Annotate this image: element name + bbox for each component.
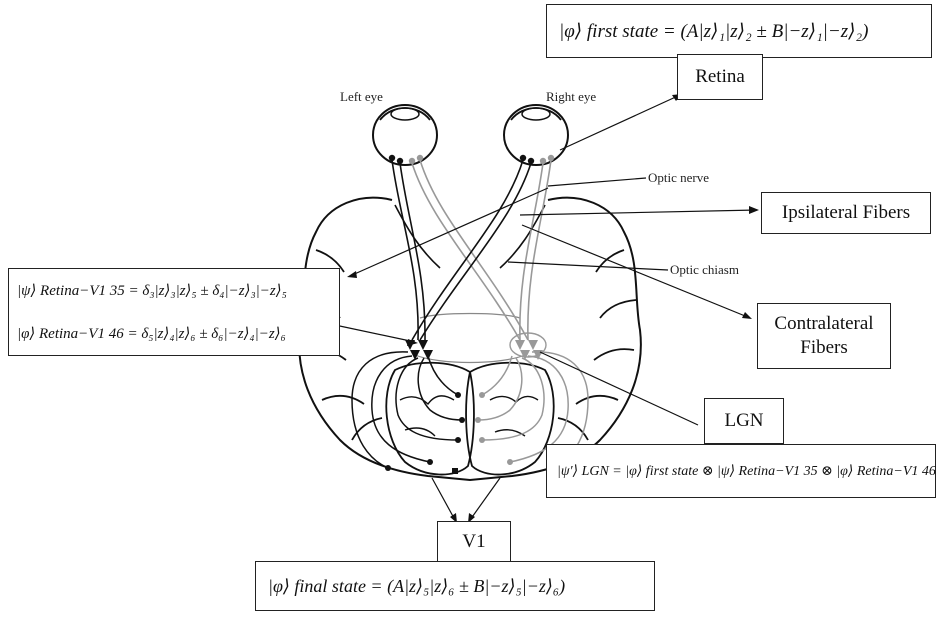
lgn-label: LGN (724, 410, 764, 431)
first-state-equation-box: |φ⟩ first state = (A|z⟩₁|z⟩₂ ± B|−z⟩₁|−z… (546, 4, 932, 58)
retina-label-box: Retina (677, 54, 763, 100)
final-state-equation: |φ⟩ final state = (A|z⟩₅|z⟩₆ ± B|−z⟩₅|−z… (268, 575, 566, 596)
left-occipital-lobe (385, 361, 475, 476)
retina-v1-46-row: |φ⟩ Retina−V1 46 = δ₅|z⟩₄|z⟩₆ ± δ₆|−z⟩₄|… (9, 312, 339, 355)
lgn-equation: |ψ′⟩ LGN = |φ⟩ first state ⊗ |ψ⟩ Retina−… (557, 463, 936, 479)
v1-label-box: V1 (437, 521, 511, 563)
right-gyri (557, 249, 637, 441)
left-v1-terminals (385, 392, 465, 474)
left-eye-label: Left eye (340, 89, 383, 104)
ipsilateral-fibers-label-box: Ipsilateral Fibers (761, 192, 931, 234)
retina-v1-equations-box: |ψ⟩ Retina−V1 35 = δ₃|z⟩₃|z⟩₅ ± δ₄|−z⟩₃|… (8, 268, 340, 356)
right-occipital-lobe (465, 361, 555, 476)
retina-v1-35-equation: |ψ⟩ Retina−V1 35 = δ₃|z⟩₃|z⟩₅ ± δ₄|−z⟩₃|… (17, 283, 287, 299)
lgn-equation-box: |ψ′⟩ LGN = |φ⟩ first state ⊗ |ψ⟩ Retina−… (546, 444, 936, 498)
final-state-equation-box: |φ⟩ final state = (A|z⟩₅|z⟩₆ ± B|−z⟩₅|−z… (255, 561, 655, 611)
left-eye (372, 104, 438, 166)
left-lgn (405, 340, 433, 360)
optic-chiasm-label: Optic chiasm (670, 262, 739, 277)
brain-outline (298, 196, 642, 482)
first-state-equation: |φ⟩ first state = (A|z⟩₁|z⟩₂ ± B|−z⟩₁|−z… (559, 20, 869, 42)
retina-v1-46-equation: |φ⟩ Retina−V1 46 = δ₅|z⟩₄|z⟩₆ ± δ₆|−z⟩₄|… (17, 326, 286, 342)
contralateral-fibers-label-line1: Contralateral (774, 313, 874, 334)
lgn-label-box: LGN (704, 398, 784, 444)
contralateral-fibers-label-line2: Fibers (800, 337, 848, 358)
pointer-arrows (334, 94, 758, 521)
contralateral-fibers-label-box: Contralateral Fibers (757, 303, 891, 369)
right-eye-label: Right eye (546, 89, 597, 104)
optic-nerve-label: Optic nerve (648, 170, 710, 185)
retina-label: Retina (695, 66, 745, 87)
left-optic-radiations (351, 351, 463, 469)
left-eye-fibers (391, 159, 529, 341)
retina-v1-35-row: |ψ⟩ Retina−V1 35 = δ₃|z⟩₃|z⟩₅ ± δ₄|−z⟩₃|… (9, 269, 339, 312)
right-eye (503, 104, 569, 166)
right-eye-fibers (411, 159, 552, 341)
right-optic-radiations (477, 351, 589, 469)
v1-label: V1 (462, 531, 486, 552)
right-lgn (509, 332, 547, 360)
ipsilateral-fibers-label: Ipsilateral Fibers (781, 202, 911, 223)
